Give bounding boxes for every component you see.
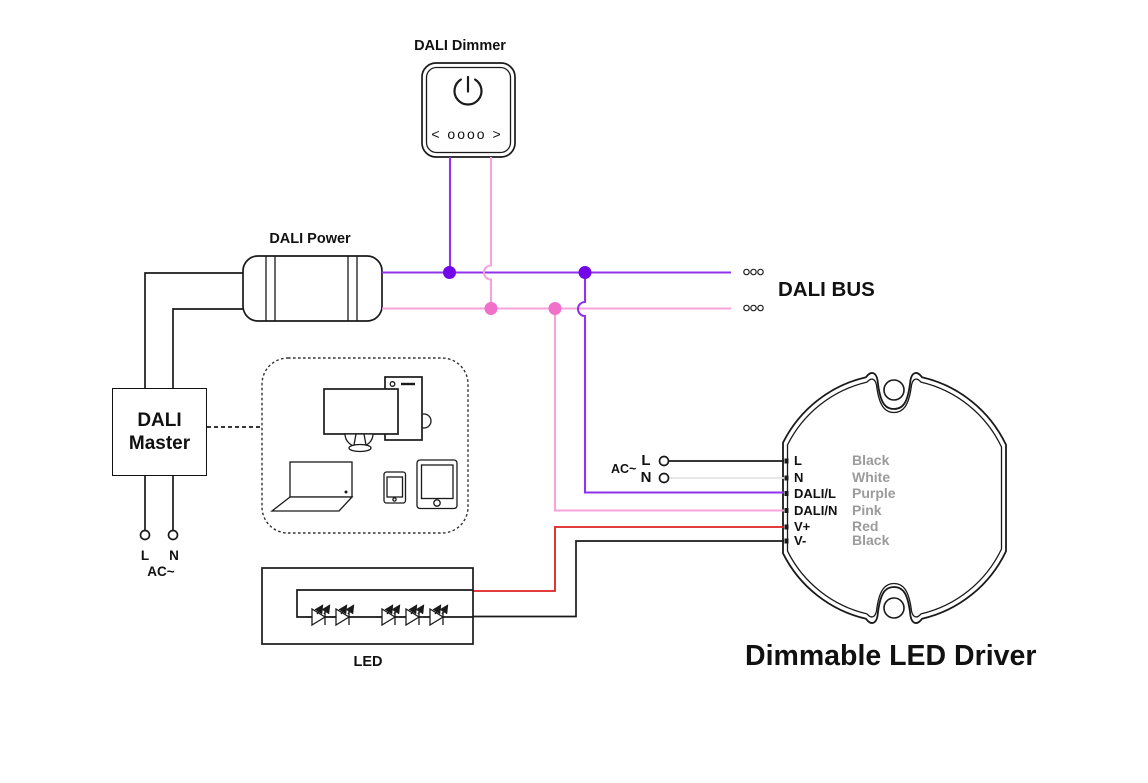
driver-screw-hole-bottom [883, 597, 905, 619]
wire-v-plus-red [473, 526, 784, 592]
bus-label: DALI BUS [778, 278, 875, 301]
dimmer-buttons-label: < oooo > [431, 126, 503, 142]
dali-master-box: DALI Master [112, 388, 207, 476]
dali-power-body [242, 255, 383, 322]
led-driver-body [782, 372, 1007, 624]
driver-in-l-label: L [641, 452, 651, 469]
junction-dot-purple [578, 266, 592, 279]
devices-box [261, 357, 469, 534]
terminal-wire-color: Purple [852, 484, 896, 501]
dimmer-label: DALI Dimmer [414, 38, 506, 54]
driver-ac-label: AC~ [611, 462, 637, 476]
terminal-name: V+ [794, 519, 811, 534]
driver-terminal-contacts [784, 458, 789, 544]
master-ac-label: AC~ [147, 564, 175, 579]
master-ac-terminal-n [167, 529, 179, 541]
tablet-icon [416, 459, 458, 510]
driver-input-wiring [473, 455, 789, 618]
dali-bus-wiring [382, 157, 784, 512]
terminal-wire-color: Pink [852, 502, 882, 518]
junction-dot-purple [443, 266, 456, 279]
smartphone-icon [383, 471, 407, 504]
wire-dimmer-pink-drop [482, 157, 493, 309]
terminal-name: N [794, 470, 804, 485]
master-wiring [139, 272, 262, 541]
monitor-icon [323, 388, 399, 453]
master-terminal-l-label: L [140, 548, 150, 563]
led-strip [261, 567, 474, 645]
driver-ac-terminal-l [658, 455, 670, 467]
bus-end-connectors [743, 268, 764, 312]
dimmer-body-inner [425, 66, 512, 154]
power-icon [453, 78, 483, 106]
driver-ac-terminal-n [658, 472, 670, 484]
master-ac-terminal-l [139, 529, 151, 541]
driver-outline-outer [782, 372, 1007, 624]
terminal-wire-color: White [852, 469, 891, 485]
terminal-wire-color: Red [852, 518, 879, 534]
junction-dot-pink [548, 302, 562, 315]
led-label: LED [353, 654, 383, 670]
terminal-name: DALI/L [794, 485, 836, 501]
master-label-line2: Master [128, 433, 191, 454]
driver-screw-hole-top [883, 379, 905, 401]
master-label-line1: DALI [137, 410, 182, 431]
page-title: Dimmable LED Driver [745, 640, 1037, 672]
terminal-wire-color: Black [852, 532, 890, 548]
master-terminal-n-label: N [169, 548, 179, 563]
dimmer-body-outer [421, 62, 516, 158]
terminal-name: L [794, 453, 802, 468]
dali-power-device [242, 255, 383, 322]
wire-v-minus-black [473, 540, 784, 618]
wire-purple-branch-to-driver [576, 272, 784, 494]
terminal-wire-color: Black [852, 452, 890, 468]
driver-outline-inner [786, 378, 1003, 618]
terminal-name: DALI/N [794, 503, 838, 518]
power-label: DALI Power [269, 231, 351, 247]
wire-master-l-to-power [144, 272, 244, 388]
junction-dot-pink [484, 302, 498, 315]
wire-master-n-to-power [172, 308, 244, 388]
wire-pink-branch-to-driver [553, 308, 784, 512]
led-strip-box [261, 567, 474, 645]
driver-in-n-label: N [640, 469, 652, 486]
laptop-icon [270, 461, 354, 512]
terminal-name: V- [794, 533, 807, 548]
dali-dimmer-device [421, 62, 516, 158]
